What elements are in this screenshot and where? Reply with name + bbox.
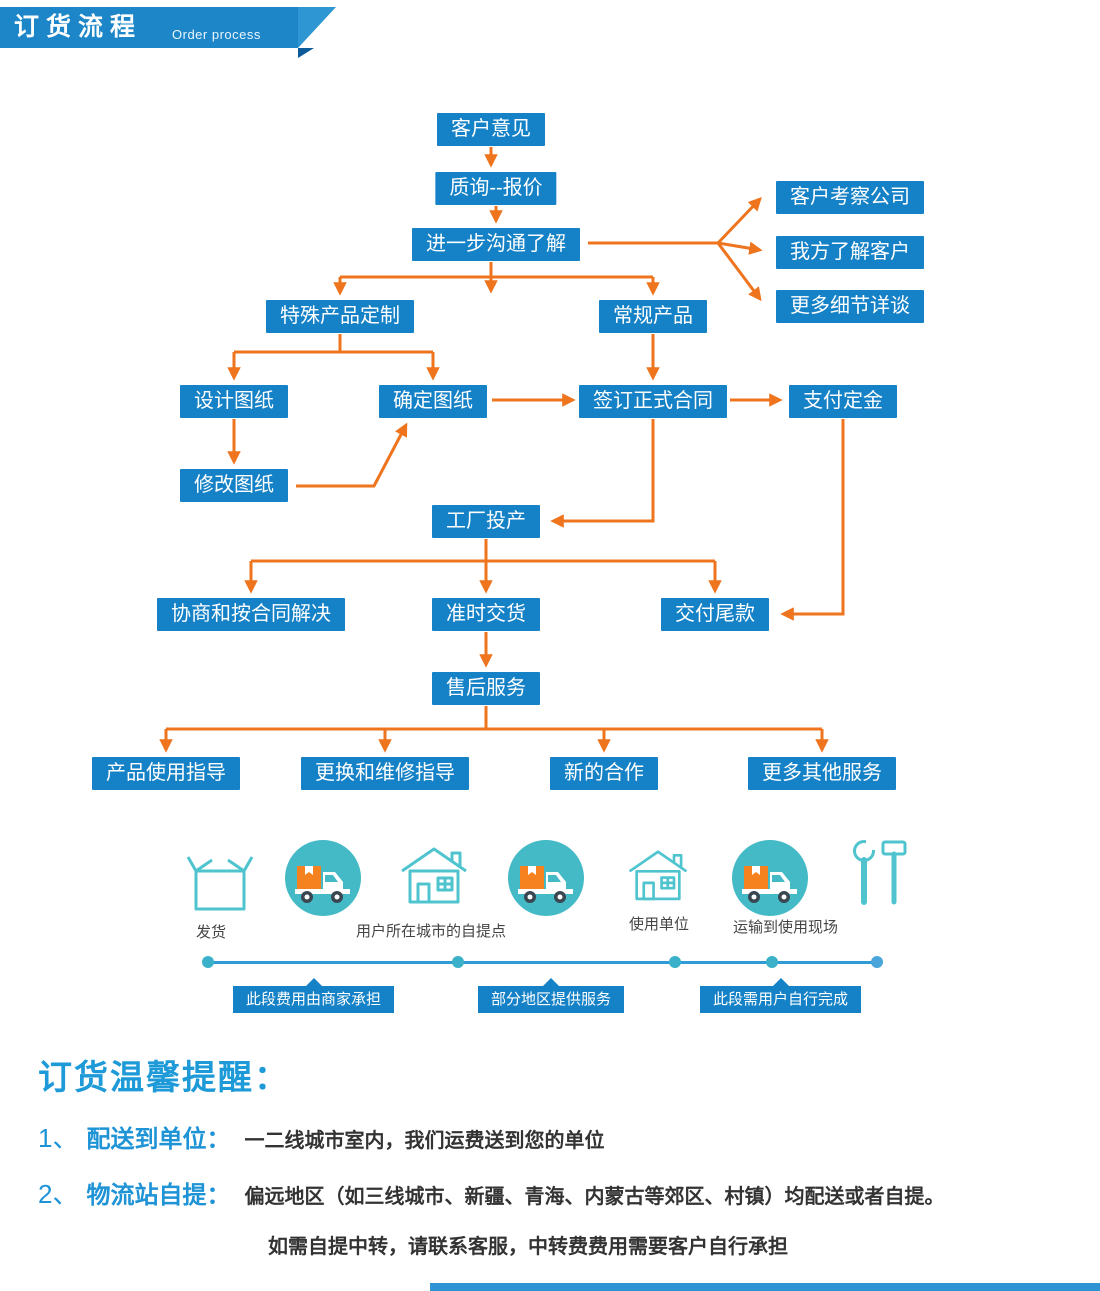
flow-node-usage-guide: 产品使用指导 bbox=[92, 757, 240, 790]
timeline-line bbox=[208, 961, 877, 964]
tools-icon bbox=[853, 839, 907, 905]
truck-icon bbox=[508, 840, 584, 916]
note-item-delivery: 1、 配送到单位： 一二线城市室内，我们运费送到您的单位 bbox=[38, 1118, 604, 1155]
flow-node-pay-balance: 交付尾款 bbox=[661, 598, 769, 631]
notes-title: 订货温馨提醒： bbox=[38, 1059, 290, 1097]
note-text-delivery: 一二线城市室内，我们运费送到您的单位 bbox=[244, 1130, 605, 1152]
flow-node-factory-production: 工厂投产 bbox=[432, 505, 540, 538]
note-label-delivery: 配送到单位： bbox=[86, 1126, 231, 1153]
flow-node-more-services: 更多其他服务 bbox=[748, 757, 896, 790]
page-subtitle: Order process bbox=[172, 27, 261, 42]
timeline-tag-user-complete: 此段需用户自行完成 bbox=[700, 978, 862, 1013]
flow-node-after-sales: 售后服务 bbox=[432, 672, 540, 705]
note-text-pickup: 偏远地区（如三线城市、新疆、青海、内蒙古等郊区、村镇）均配送或者自提。 bbox=[244, 1186, 945, 1208]
flow-node-new-cooperation: 新的合作 bbox=[550, 757, 658, 790]
timeline-dot bbox=[871, 956, 883, 968]
logistics-label-transport-site: 运输到使用现场 bbox=[733, 919, 839, 936]
flow-node-pay-deposit: 支付定金 bbox=[789, 385, 897, 418]
flow-node-negotiate-solution: 协商和按合同解决 bbox=[157, 598, 345, 631]
page-title: 订货流程 bbox=[14, 13, 143, 41]
timeline-dot bbox=[669, 956, 681, 968]
ribbon-fold bbox=[298, 48, 314, 58]
note-number: 2、 bbox=[38, 1179, 79, 1209]
ribbon-tail bbox=[298, 7, 336, 48]
timeline-dot bbox=[452, 956, 464, 968]
note-extra-transfer: 如需自提中转，请联系客服，中转费费用需要客户自行承担 bbox=[268, 1236, 788, 1258]
flow-node-ontime-delivery: 准时交货 bbox=[432, 598, 540, 631]
flow-node-modify-drawing: 修改图纸 bbox=[180, 469, 288, 502]
flow-node-customer-opinion: 客户意见 bbox=[437, 113, 545, 146]
flow-node-regular-product: 常规产品 bbox=[599, 300, 707, 333]
page-header: 订货流程 Order process bbox=[0, 7, 298, 48]
flow-node-inquiry-quote: 质询--报价 bbox=[435, 172, 557, 205]
timeline-dot bbox=[202, 956, 214, 968]
timeline-tag-partial-service: 部分地区提供服务 bbox=[478, 978, 625, 1013]
house-icon bbox=[628, 850, 688, 901]
logistics-label-use-unit: 使用单位 bbox=[629, 916, 690, 933]
package-icon bbox=[186, 856, 254, 911]
flow-node-repair-guide: 更换和维修指导 bbox=[301, 757, 469, 790]
note-item-pickup: 2、 物流站自提： 偏远地区（如三线城市、新疆、青海、内蒙古等郊区、村镇）均配送… bbox=[38, 1174, 944, 1211]
truck-icon bbox=[732, 840, 808, 916]
flow-node-further-communication: 进一步沟通了解 bbox=[412, 228, 580, 261]
flow-node-design-drawing: 设计图纸 bbox=[180, 385, 288, 418]
timeline-dot bbox=[766, 956, 778, 968]
flow-node-confirm-drawing: 确定图纸 bbox=[379, 385, 487, 418]
note-number: 1、 bbox=[38, 1123, 79, 1153]
flow-node-sign-contract: 签订正式合同 bbox=[579, 385, 727, 418]
timeline-tag-merchant-cost: 此段费用由商家承担 bbox=[233, 978, 395, 1013]
note-label-pickup: 物流站自提： bbox=[86, 1182, 231, 1209]
footer-bar bbox=[430, 1283, 1100, 1291]
flow-node-know-customer: 我方了解客户 bbox=[776, 236, 924, 269]
logistics-label-ship: 发货 bbox=[196, 924, 227, 941]
flow-node-more-details: 更多细节详谈 bbox=[776, 290, 924, 323]
flow-node-visit-company: 客户考察公司 bbox=[776, 181, 924, 214]
house-icon bbox=[401, 847, 467, 904]
flow-node-special-custom: 特殊产品定制 bbox=[266, 300, 414, 333]
logistics-label-pickup-point: 用户所在城市的自提点 bbox=[356, 923, 507, 940]
truck-icon bbox=[285, 840, 361, 916]
